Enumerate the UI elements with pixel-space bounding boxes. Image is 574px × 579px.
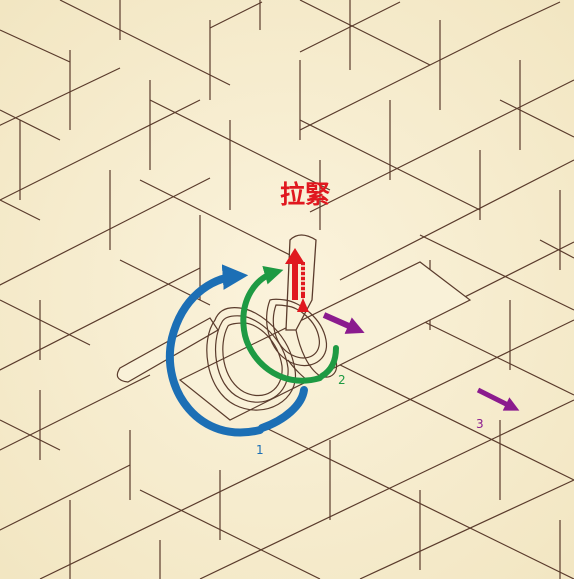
tighten-arrow: [285, 248, 309, 312]
step2-rotation-arrow-tail: [319, 345, 339, 379]
step2-label: 2: [338, 373, 346, 387]
step1-rotation-arrow-tail: [258, 386, 308, 432]
knot-loops: [206, 298, 338, 411]
tighten-label: 拉緊: [280, 180, 330, 209]
step1-rotation-arrow: [165, 264, 264, 437]
push-arrow-upper: [322, 312, 365, 334]
lower-strip: [178, 261, 472, 421]
push-arrow-lower: [476, 387, 520, 411]
step2-rotation-arrow: [240, 265, 323, 384]
step1-label: 1: [256, 443, 264, 457]
step3-label: 3: [476, 417, 484, 431]
